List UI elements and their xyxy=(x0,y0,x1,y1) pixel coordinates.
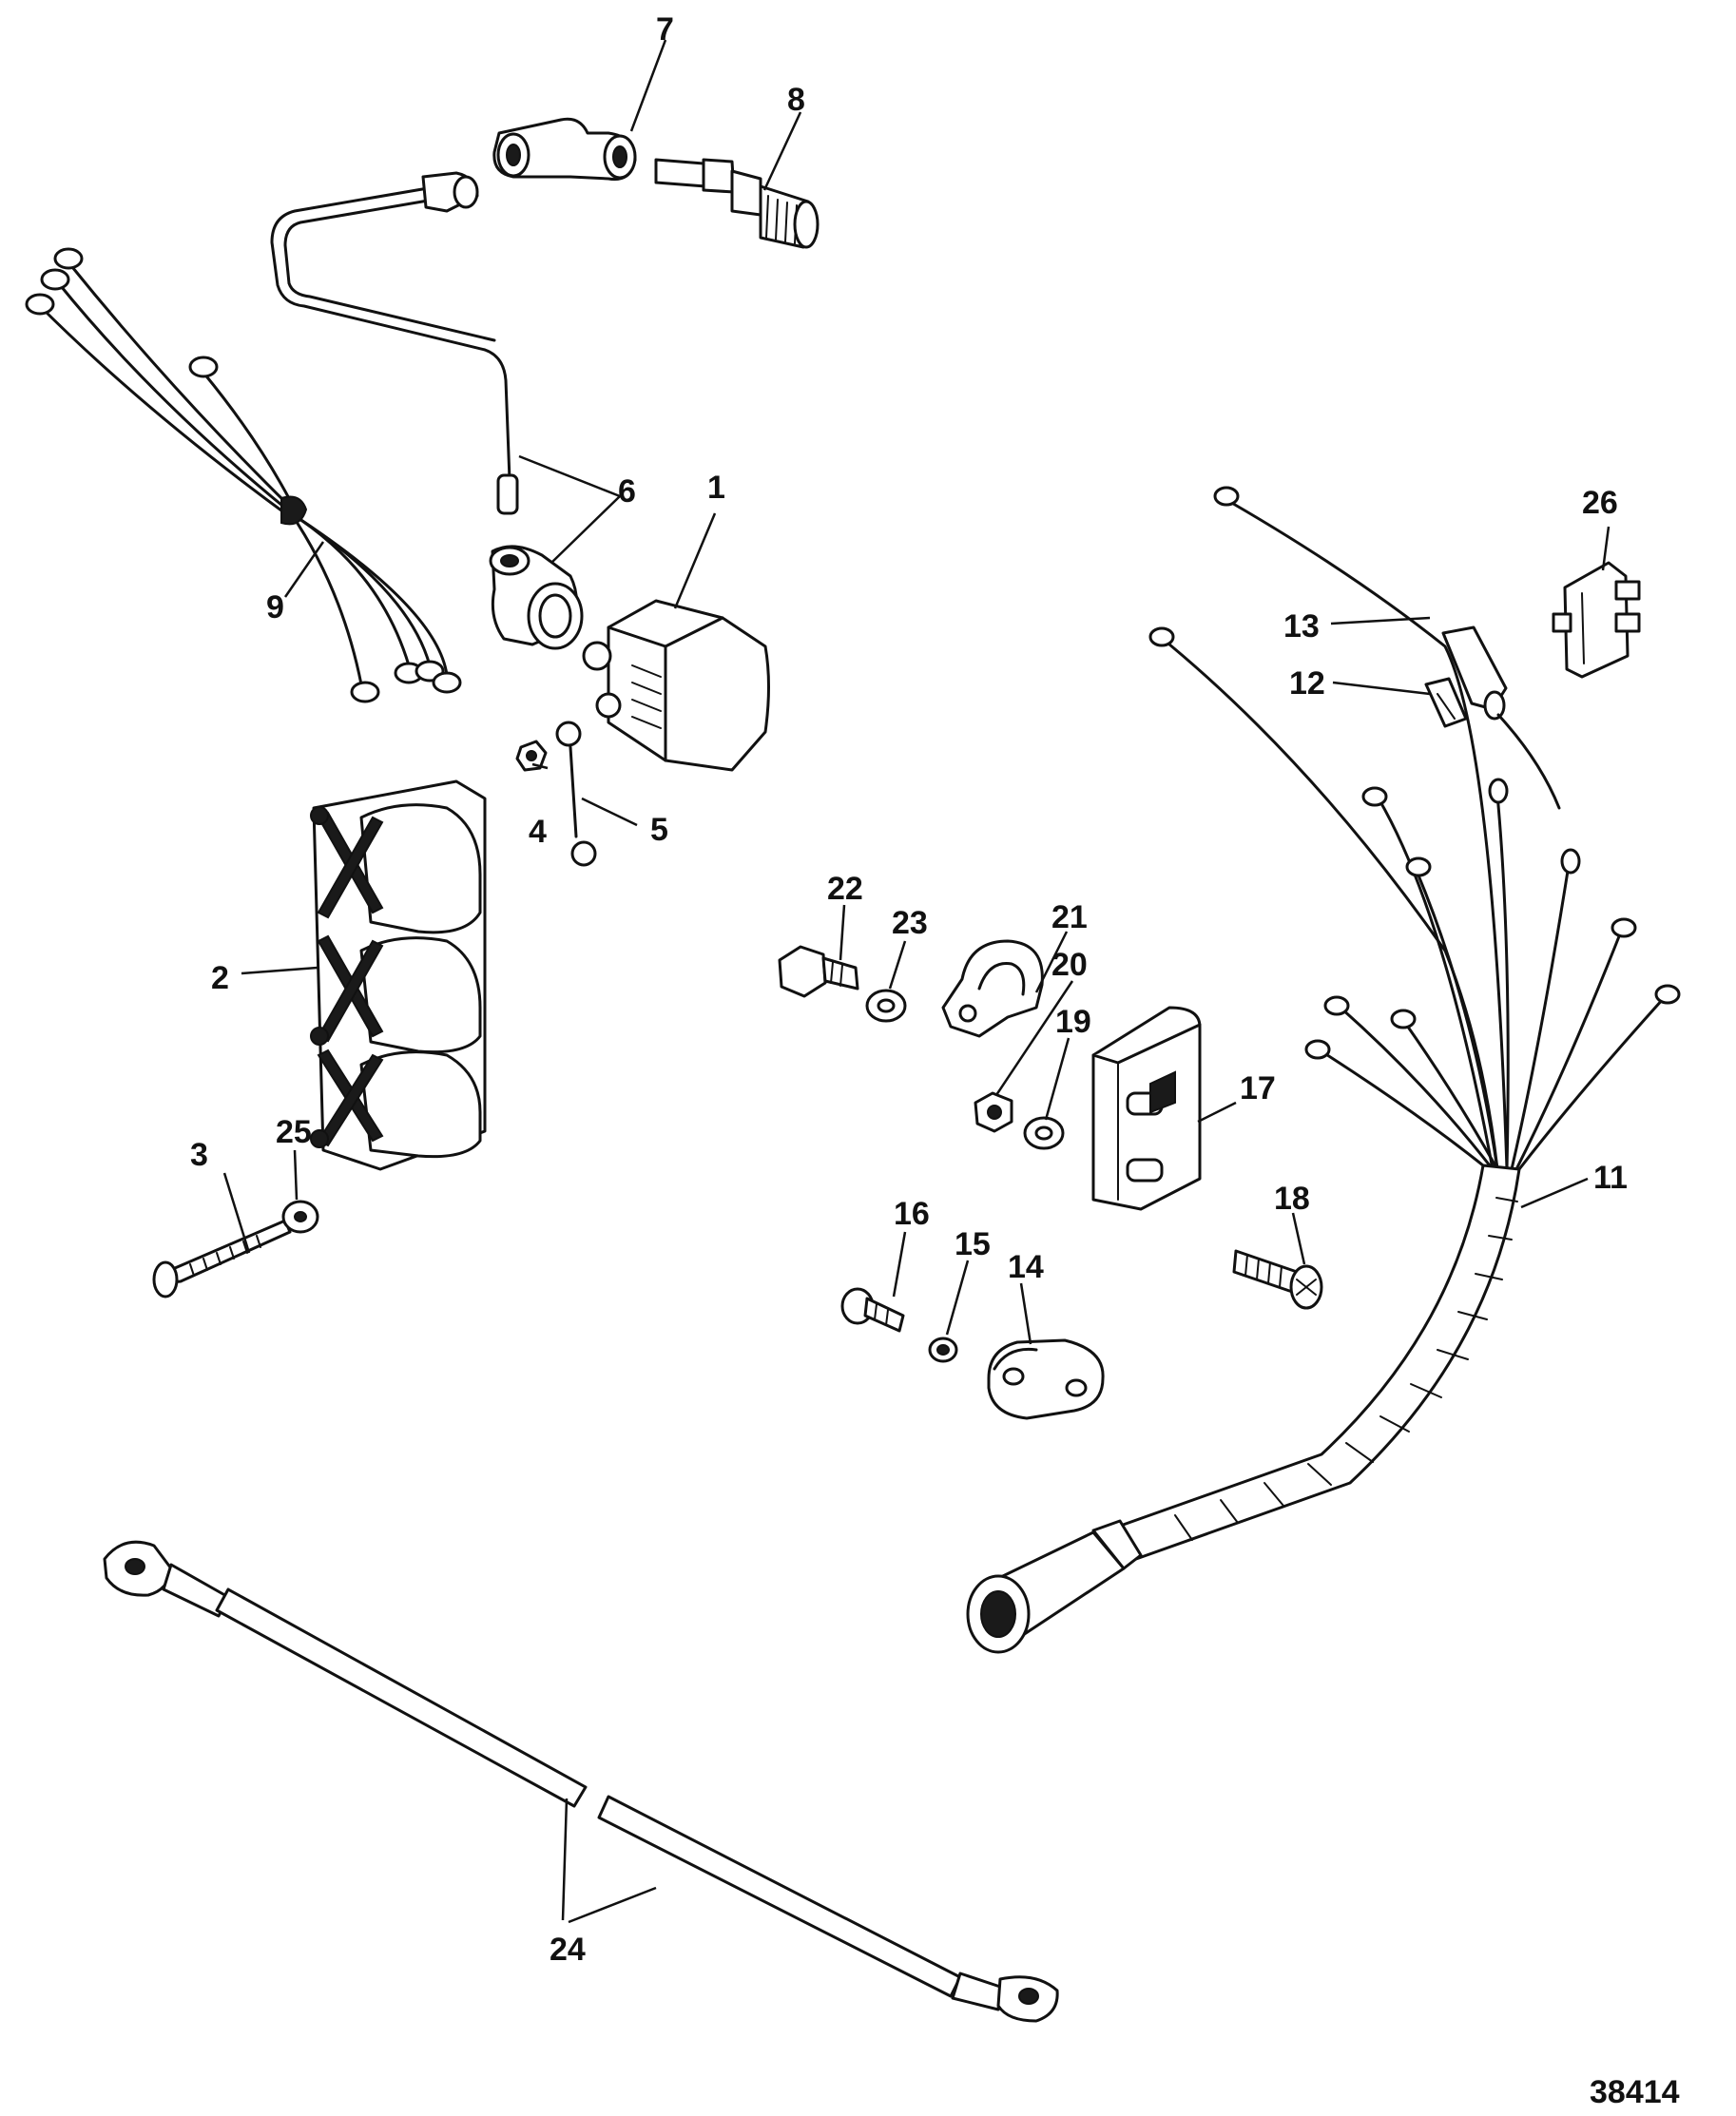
mounting-bracket xyxy=(1091,1006,1202,1211)
ignition-coil xyxy=(582,599,770,772)
nut-20 xyxy=(974,1091,1013,1133)
main-wire-harness xyxy=(966,486,1681,1654)
callout-21: 21 xyxy=(1051,899,1088,935)
callout-14: 14 xyxy=(1008,1249,1044,1285)
cable-clamp xyxy=(987,1338,1105,1420)
long-screw xyxy=(152,1219,292,1298)
callout-17: 17 xyxy=(1240,1070,1276,1106)
callout-24: 24 xyxy=(550,1932,586,1968)
spark-plug-boot xyxy=(492,117,637,182)
callout-1: 1 xyxy=(707,470,725,506)
nut xyxy=(515,740,548,772)
switch-box xyxy=(310,779,487,1171)
callout-18: 18 xyxy=(1274,1181,1310,1217)
callout-20: 20 xyxy=(1051,947,1088,983)
callout-15: 15 xyxy=(955,1226,991,1262)
lead-boot xyxy=(489,545,584,650)
hex-bolt xyxy=(778,945,859,998)
callout-labels: 7 8 6 1 9 13 12 26 4 5 2 22 23 21 20 19 … xyxy=(190,11,1628,1968)
reference-number: 38414 xyxy=(1590,2074,1680,2110)
callout-7: 7 xyxy=(656,11,674,48)
leader-lines xyxy=(222,39,1611,1924)
screw-16 xyxy=(840,1287,905,1333)
clamp xyxy=(941,939,1044,1038)
spark-plug xyxy=(654,158,820,249)
washer-23 xyxy=(865,989,907,1023)
small-wire-harness xyxy=(25,247,462,703)
callout-8: 8 xyxy=(787,82,805,118)
callout-22: 22 xyxy=(827,871,863,907)
ground-lead xyxy=(555,721,597,867)
callout-9: 9 xyxy=(266,589,284,625)
screw-18 xyxy=(1232,1249,1323,1310)
callout-3: 3 xyxy=(190,1137,208,1173)
callout-12: 12 xyxy=(1289,665,1325,702)
callout-16: 16 xyxy=(894,1196,930,1232)
callout-26: 26 xyxy=(1582,485,1618,521)
callout-5: 5 xyxy=(650,812,668,848)
battery-cable xyxy=(103,1540,1059,2023)
washer-15 xyxy=(928,1337,958,1363)
callout-19: 19 xyxy=(1055,1004,1091,1040)
callout-11: 11 xyxy=(1593,1160,1628,1196)
callout-13: 13 xyxy=(1283,608,1320,644)
callout-23: 23 xyxy=(892,905,928,941)
terminal-block xyxy=(1552,561,1641,679)
callout-25: 25 xyxy=(276,1114,312,1150)
fuse-holder-lead xyxy=(1441,625,1561,810)
callout-6: 6 xyxy=(618,473,636,510)
callout-4: 4 xyxy=(529,814,547,850)
high-tension-lead xyxy=(270,171,519,515)
callout-2: 2 xyxy=(211,960,229,996)
washer-19 xyxy=(1023,1116,1065,1150)
fuse xyxy=(1424,677,1468,728)
washer-25 xyxy=(281,1200,319,1234)
